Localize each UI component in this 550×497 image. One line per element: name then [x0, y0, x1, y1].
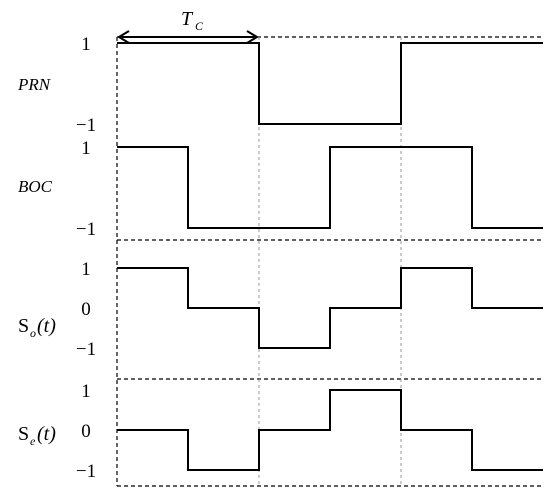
se-label-subscript: e	[30, 434, 36, 448]
so-tick-0: 1	[81, 259, 91, 280]
boc-tick-0: 1	[81, 138, 91, 159]
se-label-main: S	[18, 423, 29, 445]
tc-label: T	[181, 8, 194, 30]
so-label-main: S	[18, 315, 29, 337]
so-waveform	[117, 267, 543, 349]
tc-label-subscript: C	[195, 19, 204, 33]
se-label-argument: (t)	[37, 423, 56, 445]
se-tick-2: −1	[76, 461, 96, 482]
se-tick-labels: 1 0 −1	[76, 381, 96, 482]
se-tick-0: 1	[81, 381, 91, 402]
prn-waveform	[117, 42, 543, 125]
se-waveform	[117, 389, 543, 471]
so-tick-2: −1	[76, 339, 96, 360]
boc-tick-labels: 1 −1	[76, 138, 96, 240]
boc-label: BOC	[18, 177, 53, 196]
tc-arrow-right-head	[246, 30, 259, 44]
se-label: S e (t)	[18, 423, 56, 448]
prn-tick-1: −1	[76, 115, 96, 136]
tc-arrow-left-head	[117, 30, 130, 44]
se-tick-1: 0	[81, 421, 91, 442]
so-label: S o (t)	[18, 315, 56, 340]
boc-waveform	[117, 146, 543, 229]
prn-tick-labels: 1 −1	[76, 34, 96, 136]
prn-tick-0: 1	[81, 34, 91, 55]
boc-tick-1: −1	[76, 219, 96, 240]
prn-label: PRN	[17, 75, 52, 94]
so-label-subscript: o	[30, 326, 36, 340]
tc-dimension-arrow	[117, 30, 259, 44]
so-label-argument: (t)	[37, 315, 56, 337]
so-tick-1: 0	[81, 299, 91, 320]
so-tick-labels: 1 0 −1	[76, 259, 96, 360]
